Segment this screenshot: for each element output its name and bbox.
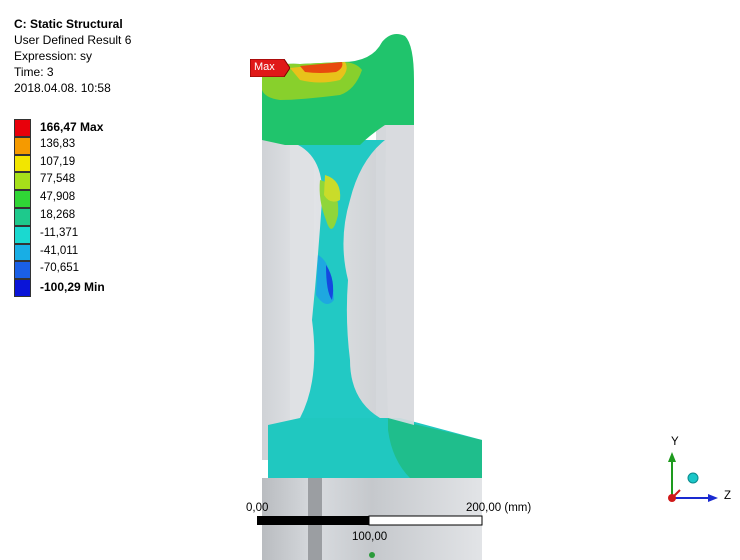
legend-label: -41,011 [40,244,79,257]
date-label: 2018.04.08. 10:58 [14,81,111,95]
max-probe-label: Max [254,61,275,73]
legend-label: 107,19 [40,155,76,168]
legend-label: -70,651 [40,262,80,275]
rail-web-section [285,140,385,418]
legend-swatch [14,261,31,280]
rail-head-side [385,125,414,425]
result-header: C: Static Structural User Defined Result… [14,16,131,96]
triad-y-label: Y [671,436,679,448]
legend-label: 166,47 Max [40,120,104,134]
analysis-title: C: Static Structural [14,17,123,31]
legend-swatch [14,243,31,262]
legend-label: 136,83 [40,137,76,150]
legend-swatch [14,190,31,208]
triad-y-arrow [668,452,676,462]
legend-swatch [14,207,31,226]
max-probe-flag[interactable] [250,59,290,77]
legend-swatch [14,136,31,155]
scale-start-label: 0,00 [246,502,269,514]
isometric-view-ball[interactable] [687,472,699,484]
legend-label: -11,371 [40,226,79,239]
legend-swatch [14,154,31,173]
scale-mid-label: 100,00 [352,531,388,543]
scale-bar-black [257,516,369,525]
legend-label: 18,268 [40,208,76,221]
legend-label: -100,29 Min [40,280,105,295]
legend-swatch [14,119,31,137]
rail-web-highlight [290,140,314,430]
head-red-zone [300,62,343,73]
scale-end-label: 200,00 (mm) [466,502,532,514]
expression-label: Expression: sy [14,49,93,63]
triad-z-label: Z [724,490,732,502]
scale-bar-anchor [369,552,375,558]
triad-origin [668,494,676,502]
legend-swatch [14,225,31,244]
result-name: User Defined Result 6 [14,33,132,47]
legend-swatch [14,279,31,297]
triad-z-arrow [708,494,718,502]
legend-label: 47,908 [40,191,76,204]
time-label: Time: 3 [14,65,54,79]
web-yellow-zone [324,175,341,202]
rail-foot-green-zone [388,418,482,478]
legend-label: 77,548 [40,173,76,186]
web-blue-zone [326,265,334,300]
scale-bar-white [368,515,483,526]
legend-swatch [14,172,31,191]
